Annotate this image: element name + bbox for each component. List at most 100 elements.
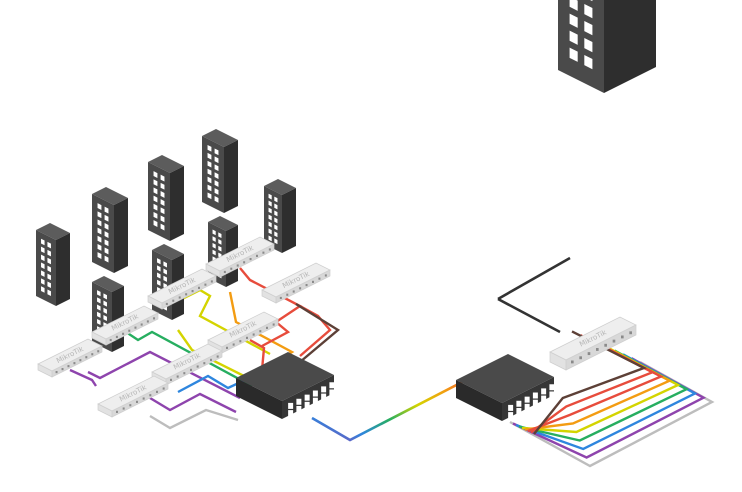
window — [41, 278, 45, 285]
switch-8-side — [111, 382, 169, 418]
building-2-roof — [92, 187, 128, 205]
window — [214, 188, 219, 195]
switch-port — [142, 397, 145, 400]
switch-port — [149, 394, 152, 397]
window — [160, 215, 165, 223]
panel-port — [508, 404, 514, 411]
switch-3: MikroTik — [147, 268, 217, 310]
window — [97, 290, 101, 297]
window — [97, 211, 102, 219]
switch-port — [116, 410, 118, 413]
patch-panel-right — [456, 354, 555, 421]
patch-panel-right-left — [456, 380, 502, 421]
window — [104, 239, 109, 247]
window — [268, 214, 272, 221]
building-3-front — [148, 162, 170, 241]
cable-red-a — [239, 267, 303, 348]
window — [104, 247, 109, 255]
window — [207, 184, 212, 192]
cable-grey — [149, 408, 239, 430]
window — [218, 245, 222, 252]
switch-port — [246, 336, 248, 339]
switch-port — [146, 320, 149, 323]
switch-4-side — [219, 243, 275, 278]
building-5-side — [282, 188, 296, 253]
building-3 — [148, 155, 184, 241]
switch-port — [196, 365, 199, 368]
switch-port — [612, 339, 616, 343]
switch-1-side — [51, 345, 103, 378]
switch-port — [79, 359, 82, 362]
window — [212, 242, 216, 249]
panel-port — [312, 397, 318, 404]
window — [160, 207, 165, 215]
window — [104, 206, 109, 214]
window — [97, 304, 101, 311]
window — [104, 214, 109, 222]
switch-port — [85, 356, 88, 359]
window — [157, 265, 161, 272]
switch-port — [259, 330, 262, 333]
window — [153, 220, 158, 227]
window — [41, 254, 45, 262]
panel-port — [288, 410, 294, 417]
switch-port — [129, 404, 132, 407]
building-5-roof — [264, 179, 296, 195]
panel-port — [524, 396, 530, 403]
building-2 — [92, 187, 128, 273]
panel-port — [549, 384, 555, 391]
window — [104, 231, 109, 238]
switch-port — [230, 267, 233, 270]
panel-port — [541, 388, 547, 395]
window — [160, 191, 165, 198]
switch-port — [305, 284, 308, 287]
switch-port — [236, 264, 239, 267]
building-3-side — [170, 166, 184, 241]
window — [274, 217, 278, 224]
window — [160, 199, 165, 206]
window — [163, 268, 167, 275]
window — [41, 262, 45, 269]
switch-port — [128, 329, 131, 332]
switch-port — [73, 362, 76, 365]
window — [47, 257, 51, 265]
building-5-front — [264, 186, 282, 253]
window — [268, 193, 272, 200]
objects-layer: MikroTikMikroTikMikroTikMikroTikMikroTik… — [36, 0, 656, 421]
window — [41, 246, 45, 254]
window — [41, 238, 45, 246]
window — [47, 289, 51, 296]
panel-port — [304, 401, 310, 408]
building-5 — [264, 179, 296, 253]
switch-port — [162, 387, 165, 390]
switch-port — [109, 338, 112, 342]
switch-port — [579, 356, 582, 360]
building-4 — [202, 129, 238, 213]
panel-port — [532, 392, 538, 399]
building-4-front — [202, 136, 224, 213]
window — [218, 239, 222, 245]
window — [153, 211, 158, 219]
panel-port — [321, 393, 327, 400]
panel-port — [329, 382, 335, 389]
building-1-side — [56, 233, 70, 306]
switch-port — [262, 251, 265, 254]
building-1-front — [36, 230, 56, 306]
patch-panel-right-top — [456, 354, 554, 403]
panel-port — [321, 386, 327, 393]
switch-port — [318, 277, 321, 280]
window — [153, 187, 158, 195]
window — [41, 286, 45, 293]
window — [212, 249, 216, 256]
switch-6: MikroTik — [207, 311, 279, 354]
switch-port — [136, 400, 138, 403]
panel-port — [532, 399, 538, 406]
window — [97, 243, 102, 251]
switch-8: MikroTik — [97, 375, 169, 418]
window — [47, 241, 51, 249]
switch-port — [185, 293, 188, 296]
building-7-roof — [152, 244, 184, 260]
switch-port — [178, 296, 181, 299]
